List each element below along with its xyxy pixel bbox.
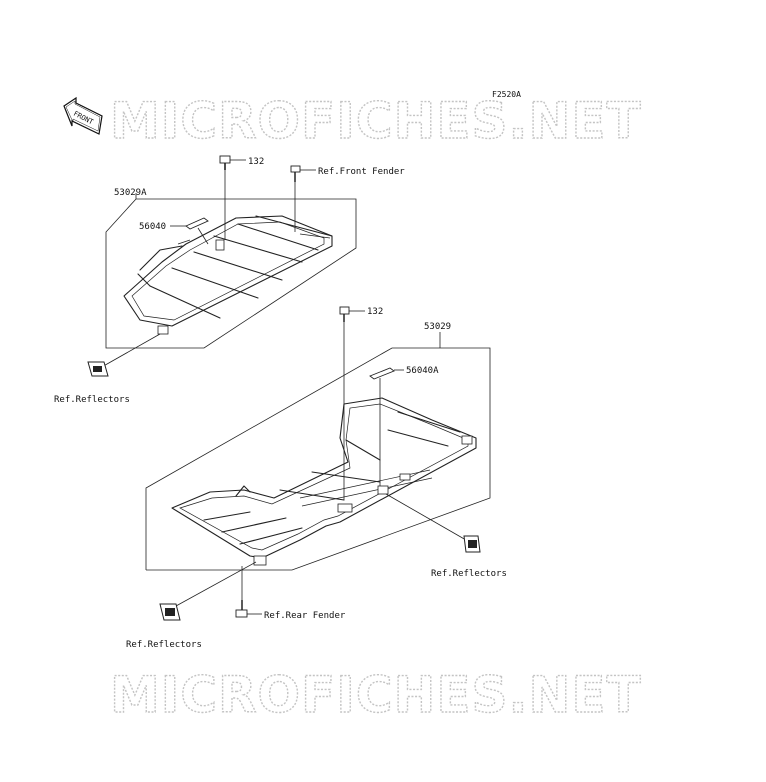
rear-carrier-group: [145, 306, 491, 621]
diagram-code: F2520A: [492, 90, 521, 99]
watermark-bottom: MICROFICHES.NET: [110, 666, 642, 724]
bolt-icon: [290, 165, 301, 182]
label-ref-reflectors-right: Ref.Reflectors: [431, 569, 507, 579]
label-ref-reflectors-front: Ref.Reflectors: [54, 395, 130, 405]
label-bolt-132-rear: 132: [367, 307, 383, 317]
label-ref-reflectors-bottom: Ref.Reflectors: [126, 640, 202, 650]
bolt-icon: [219, 155, 231, 170]
rear-carrier-rack: [171, 397, 477, 566]
reflector-icon: [159, 603, 181, 621]
label-53029: 53029: [424, 322, 451, 332]
bolt-icon: [235, 600, 248, 618]
bolt-icon: [339, 306, 350, 322]
watermark-top: MICROFICHES.NET: [110, 92, 642, 150]
front-arrow-icon: FRONT: [63, 96, 103, 135]
label-bolt-132-top: 132: [248, 157, 264, 167]
label-ref-rear-fender: Ref.Rear Fender: [264, 611, 346, 621]
label-56040: 56040: [139, 222, 166, 232]
front-carrier-rack: [123, 215, 333, 335]
front-carrier-group: [87, 155, 357, 377]
reflector-icon: [87, 361, 109, 377]
label-56040a: 56040A: [406, 366, 439, 376]
reflector-icon: [463, 535, 481, 553]
label-ref-front-fender: Ref.Front Fender: [318, 167, 405, 177]
label-53029a: 53029A: [114, 188, 147, 198]
